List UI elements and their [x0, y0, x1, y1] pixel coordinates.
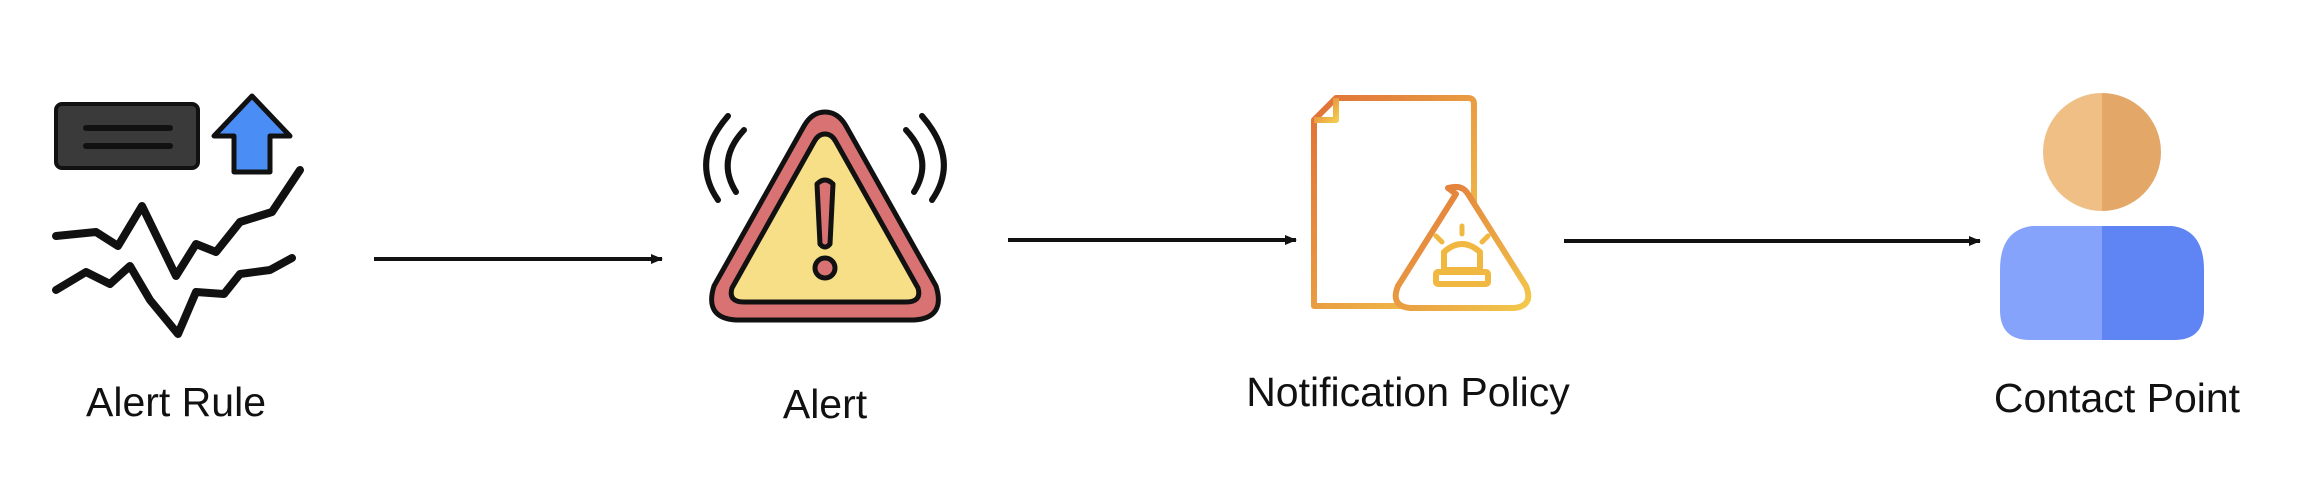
node-label-notification-policy: Notification Policy — [1246, 369, 1570, 415]
node-label-alert-rule: Alert Rule — [86, 379, 266, 425]
node-label-contact-point: Contact Point — [1994, 375, 2241, 421]
policy-document-icon — [1311, 95, 1532, 311]
alert-rule-icon — [52, 93, 304, 338]
node-label-alert: Alert — [783, 381, 868, 427]
person-icon — [2000, 93, 2204, 340]
warning-triangle-icon — [703, 109, 947, 323]
